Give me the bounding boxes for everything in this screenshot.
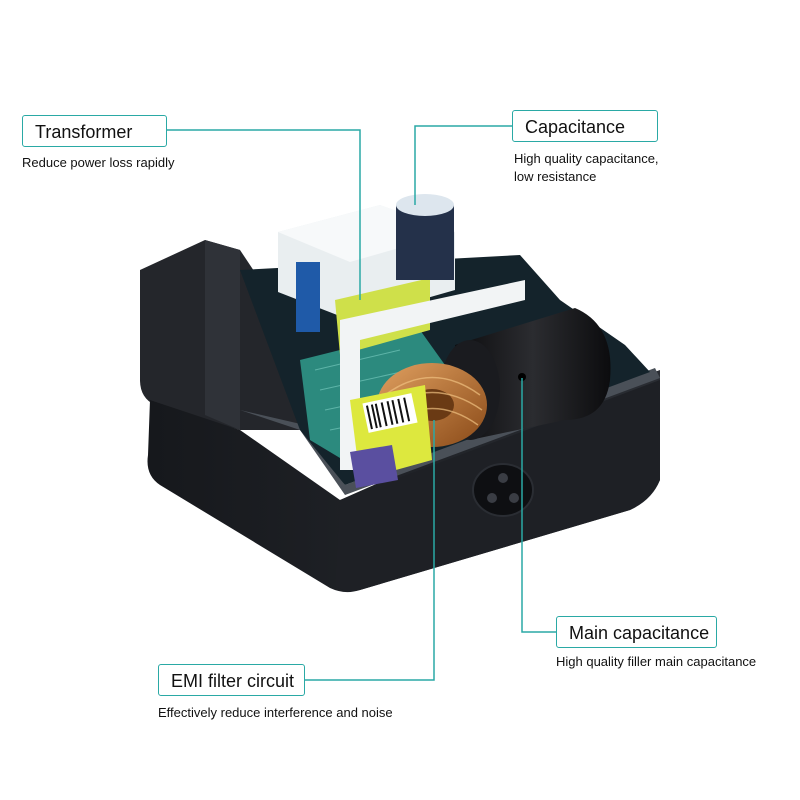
purple-component xyxy=(350,445,398,488)
transformer-label: Transformer xyxy=(22,115,167,147)
main-capacitance-title: Main capacitance xyxy=(569,623,710,643)
transformer-blue-insulator xyxy=(296,262,320,332)
capacitance-title: Capacitance xyxy=(525,117,626,137)
transformer-frame xyxy=(340,280,525,470)
transformer-leader-line xyxy=(167,129,361,300)
small-capacitor-top xyxy=(396,194,454,216)
case-left-block-face xyxy=(205,240,240,430)
capacitance-description-line1: High quality capacitance, xyxy=(514,151,659,166)
small-capacitor-body xyxy=(396,205,454,280)
capacitance-description-line2: low resistance xyxy=(514,169,597,184)
ac-inlet-socket xyxy=(472,463,534,517)
main-capacitance-description: High quality filler main capacitance xyxy=(556,654,757,669)
capacitance-description: High quality capacitance, low resistance xyxy=(514,150,659,186)
capacitance-leader-line xyxy=(414,125,512,205)
emi-filter-leader-line xyxy=(305,420,435,681)
transformer-title: Transformer xyxy=(35,122,133,142)
main-capacitance-label: Main capacitance xyxy=(556,616,717,648)
capacitance-label: Capacitance xyxy=(512,110,658,142)
emi-filter-title: EMI filter circuit xyxy=(171,671,295,691)
emi-filter-label: EMI filter circuit xyxy=(158,664,305,696)
main-capacitance-leader-line xyxy=(521,378,556,633)
transformer-description: Reduce power loss rapidly xyxy=(22,155,175,170)
emi-filter-description: Effectively reduce interference and nois… xyxy=(158,705,393,720)
